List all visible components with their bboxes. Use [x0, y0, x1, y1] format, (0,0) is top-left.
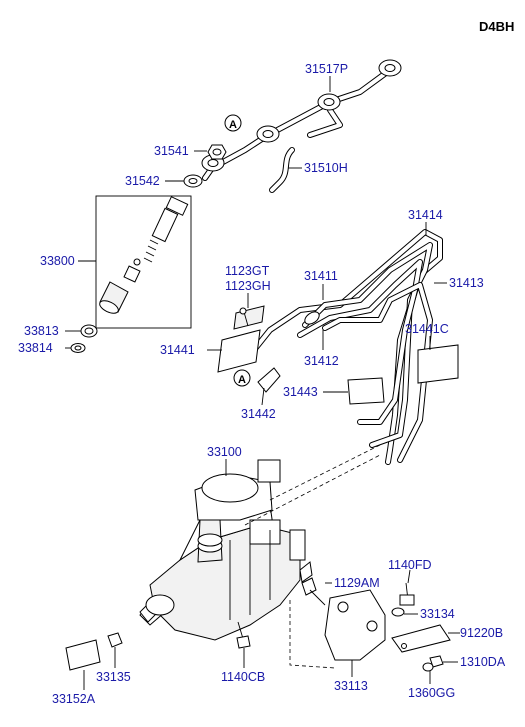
nut-31541	[207, 144, 227, 160]
label-33800: 33800	[40, 254, 75, 268]
clamp-31441C	[417, 344, 459, 384]
injection-pipe-set	[247, 229, 443, 465]
label-33113: 33113	[334, 679, 368, 693]
label-31414: 31414	[408, 208, 443, 222]
injection-pump-33100	[139, 459, 313, 641]
label-31542: 31542	[125, 174, 160, 188]
reference-mark-a-top: A	[224, 114, 242, 132]
label-1123GH: 1123GH	[225, 279, 271, 293]
clamp-31442	[257, 367, 281, 393]
label-33814: 33814	[18, 341, 53, 355]
label-33100: 33100	[207, 445, 242, 459]
label-1360GG: 1360GG	[408, 686, 455, 700]
bolt-1129AM	[301, 577, 326, 606]
bolt-1140FD	[399, 582, 415, 606]
label-31510H: 31510H	[304, 161, 348, 175]
block-33152A	[65, 639, 101, 671]
label-31517P: 31517P	[305, 62, 348, 76]
bolt-1123GT	[239, 307, 249, 327]
dashed-guide-1	[269, 444, 381, 501]
label-1140FD: 1140FD	[388, 558, 432, 572]
bracket-91220B	[391, 624, 451, 653]
washer-33134	[391, 607, 405, 617]
clamp-31443	[347, 377, 385, 405]
washer-33813	[80, 324, 98, 338]
label-31541: 31541	[154, 144, 189, 158]
engine-code-label: D4BH	[479, 19, 514, 34]
washer-1360GG	[422, 662, 434, 672]
svg-text:A: A	[229, 119, 237, 131]
svg-text:A: A	[238, 374, 246, 386]
injector-assembly-33800	[99, 196, 189, 314]
washer-33814	[70, 343, 86, 353]
label-91220B: 91220B	[460, 626, 503, 640]
reference-mark-a-bottom: A	[233, 369, 251, 387]
label-31442: 31442	[241, 407, 276, 421]
dashed-guide-2	[244, 454, 381, 526]
label-33134: 33134	[420, 607, 455, 621]
label-31413: 31413	[449, 276, 484, 290]
label-31412: 31412	[304, 354, 339, 368]
nut-33135	[107, 632, 123, 648]
label-1123GT: 1123GT	[225, 264, 270, 278]
label-31441: 31441	[160, 343, 195, 357]
bolt-1140CB	[236, 621, 251, 649]
clamp-31441	[217, 305, 265, 373]
label-31443: 31443	[283, 385, 318, 399]
label-1310DA: 1310DA	[460, 655, 506, 669]
dashed-guide-3	[289, 600, 336, 669]
label-33152A: 33152A	[52, 692, 96, 706]
leader-lines	[65, 76, 460, 690]
label-33813: 33813	[24, 324, 59, 338]
washer-31542	[183, 174, 203, 188]
label-1140CB: 1140CB	[221, 670, 265, 684]
label-31441C: 31441C	[405, 322, 449, 336]
injector-assembly-box	[95, 195, 192, 329]
label-1129AM: 1129AM	[334, 576, 380, 590]
label-31411: 31411	[304, 269, 338, 283]
bracket-33113	[324, 589, 386, 661]
label-33135: 33135	[96, 670, 131, 684]
